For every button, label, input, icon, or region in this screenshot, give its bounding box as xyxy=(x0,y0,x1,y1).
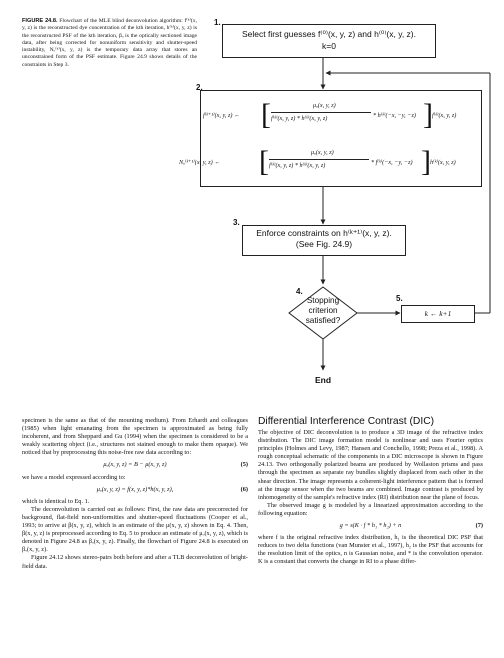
step1-number: 1. xyxy=(214,18,221,27)
eq1-tail: f⁽ᵏ⁾(x, y, z) xyxy=(432,112,457,119)
step3-box: Enforce constraints on h⁽ᵏ⁺¹⁾(x, y, z). … xyxy=(242,225,406,256)
figure-caption: FIGURE 24.8. Flowchart of the MLE blind … xyxy=(22,18,197,69)
right-para3: where f is the original refractive index… xyxy=(258,534,483,566)
section-heading: Differential Interference Contrast (DIC) xyxy=(258,416,435,427)
left-para5: Figure 24.12 shows stereo-pairs both bef… xyxy=(22,554,248,570)
eq2-denominator: f⁽ᵏ⁾(x, y, z) * h⁽ᵏ⁾(x, y, z) xyxy=(269,162,326,169)
eq1-bracket-right: ] xyxy=(423,98,433,131)
eq1-rhs: * h⁽ᵏ⁾(−x, −y, −z) xyxy=(373,112,416,119)
step4-number: 4. xyxy=(296,287,303,296)
step3-text: Enforce constraints on h⁽ᵏ⁺¹⁾(x, y, z). xyxy=(256,228,392,238)
eq2-rhs: * f⁽ᵏ⁾(−x, −y, −z) xyxy=(371,159,413,166)
eq5-text: μₒ(x, y, z) = B − μ(x, y, z) xyxy=(103,461,167,469)
step2-eq2: Nₒ⁽ᵏ⁺¹⁾(x, y, z) ← [ μₒ(x, y, z) f⁽ᵏ⁾(x,… xyxy=(171,146,477,184)
eq5-number: (5) xyxy=(240,461,248,469)
step4-decision: Stopping criterion satisfied? xyxy=(293,296,353,326)
eq7-number: (7) xyxy=(475,522,483,530)
equation-5: μₒ(x, y, z) = B − μ(x, y, z) (5) xyxy=(22,461,248,469)
caption-text: Flowchart of the MLE blind deconvolution… xyxy=(22,18,197,68)
eq2-tail: h⁽ᵏ⁾(x, y, z) xyxy=(430,159,456,166)
flowchart-connectors xyxy=(288,57,491,371)
step4-line2: criterion xyxy=(308,306,338,315)
left-para4: The deconvolution is carried out as foll… xyxy=(22,505,248,554)
eq1-denominator: f⁽ᵏ⁾(x, y, z) * h⁽ᵏ⁾(x, y, z) xyxy=(271,115,328,122)
equation-6: μₒ(x, y, z) = f(x, y, z)*h(x, y, z), (6) xyxy=(22,486,248,494)
eq2-fraction-bar xyxy=(269,159,369,160)
eq7-text: g = s(K · f * h₁ * h₂) + n xyxy=(339,522,402,530)
equation-7: g = s(K · f * h₁ * h₂) + n (7) xyxy=(258,522,483,530)
right-column: Differential Interference Contrast (DIC)… xyxy=(258,416,483,567)
step3-number: 3. xyxy=(233,218,240,227)
step2-box: f⁽ᵏ⁺¹⁾(x, y, z) ← [ μₒ(x, y, z) f⁽ᵏ⁾(x, … xyxy=(179,90,482,187)
step1-k: k=0 xyxy=(322,41,336,51)
step5-text: k ← k+1 xyxy=(424,309,452,318)
left-para1: specimen is the same as that of the moun… xyxy=(22,417,248,457)
eq2-bracket-left: [ xyxy=(259,145,269,178)
eq1-lhs: f⁽ᵏ⁺¹⁾(x, y, z) ← xyxy=(203,112,241,119)
eq2-numerator: μₒ(x, y, z) xyxy=(311,149,334,156)
caption-label: FIGURE 24.8. xyxy=(22,18,58,24)
eq1-numerator: μₒ(x, y, z) xyxy=(313,102,336,109)
left-column: specimen is the same as that of the moun… xyxy=(22,417,248,571)
right-para2: The observed image g is modeled by a lin… xyxy=(258,501,483,517)
step3-subtext: (See Fig. 24.9) xyxy=(295,239,353,249)
step4-line3: satisfied? xyxy=(305,316,341,325)
step5-box: k ← k+1 xyxy=(401,305,475,323)
step2-number: 2. xyxy=(196,83,203,92)
eq2-lhs: Nₒ⁽ᵏ⁺¹⁾(x, y, z) ← xyxy=(179,159,221,166)
step1-box: Select first guesses f⁽⁰⁾(x, y, z) and h… xyxy=(222,24,436,58)
right-para1: The objective of DIC deconvolution is to… xyxy=(258,429,483,501)
step5-number: 5. xyxy=(396,294,403,303)
step4-line1: Stopping xyxy=(306,296,340,305)
step2-eq1: f⁽ᵏ⁺¹⁾(x, y, z) ← [ μₒ(x, y, z) f⁽ᵏ⁾(x, … xyxy=(203,99,479,137)
eq2-bracket-right: ] xyxy=(421,145,431,178)
end-label: End xyxy=(314,375,332,385)
eq6-text: μₒ(x, y, z) = f(x, y, z)*h(x, y, z), xyxy=(96,485,174,493)
step1-text: Select first guesses f⁽⁰⁾(x, y, z) and h… xyxy=(241,29,417,39)
eq1-fraction-bar xyxy=(271,112,371,113)
eq6-number: (6) xyxy=(240,485,248,493)
eq1-bracket-left: [ xyxy=(261,98,271,131)
left-para2: we have a model expressed according to: xyxy=(22,473,126,481)
left-para3: which is identical to Eq. 1. xyxy=(22,497,90,505)
